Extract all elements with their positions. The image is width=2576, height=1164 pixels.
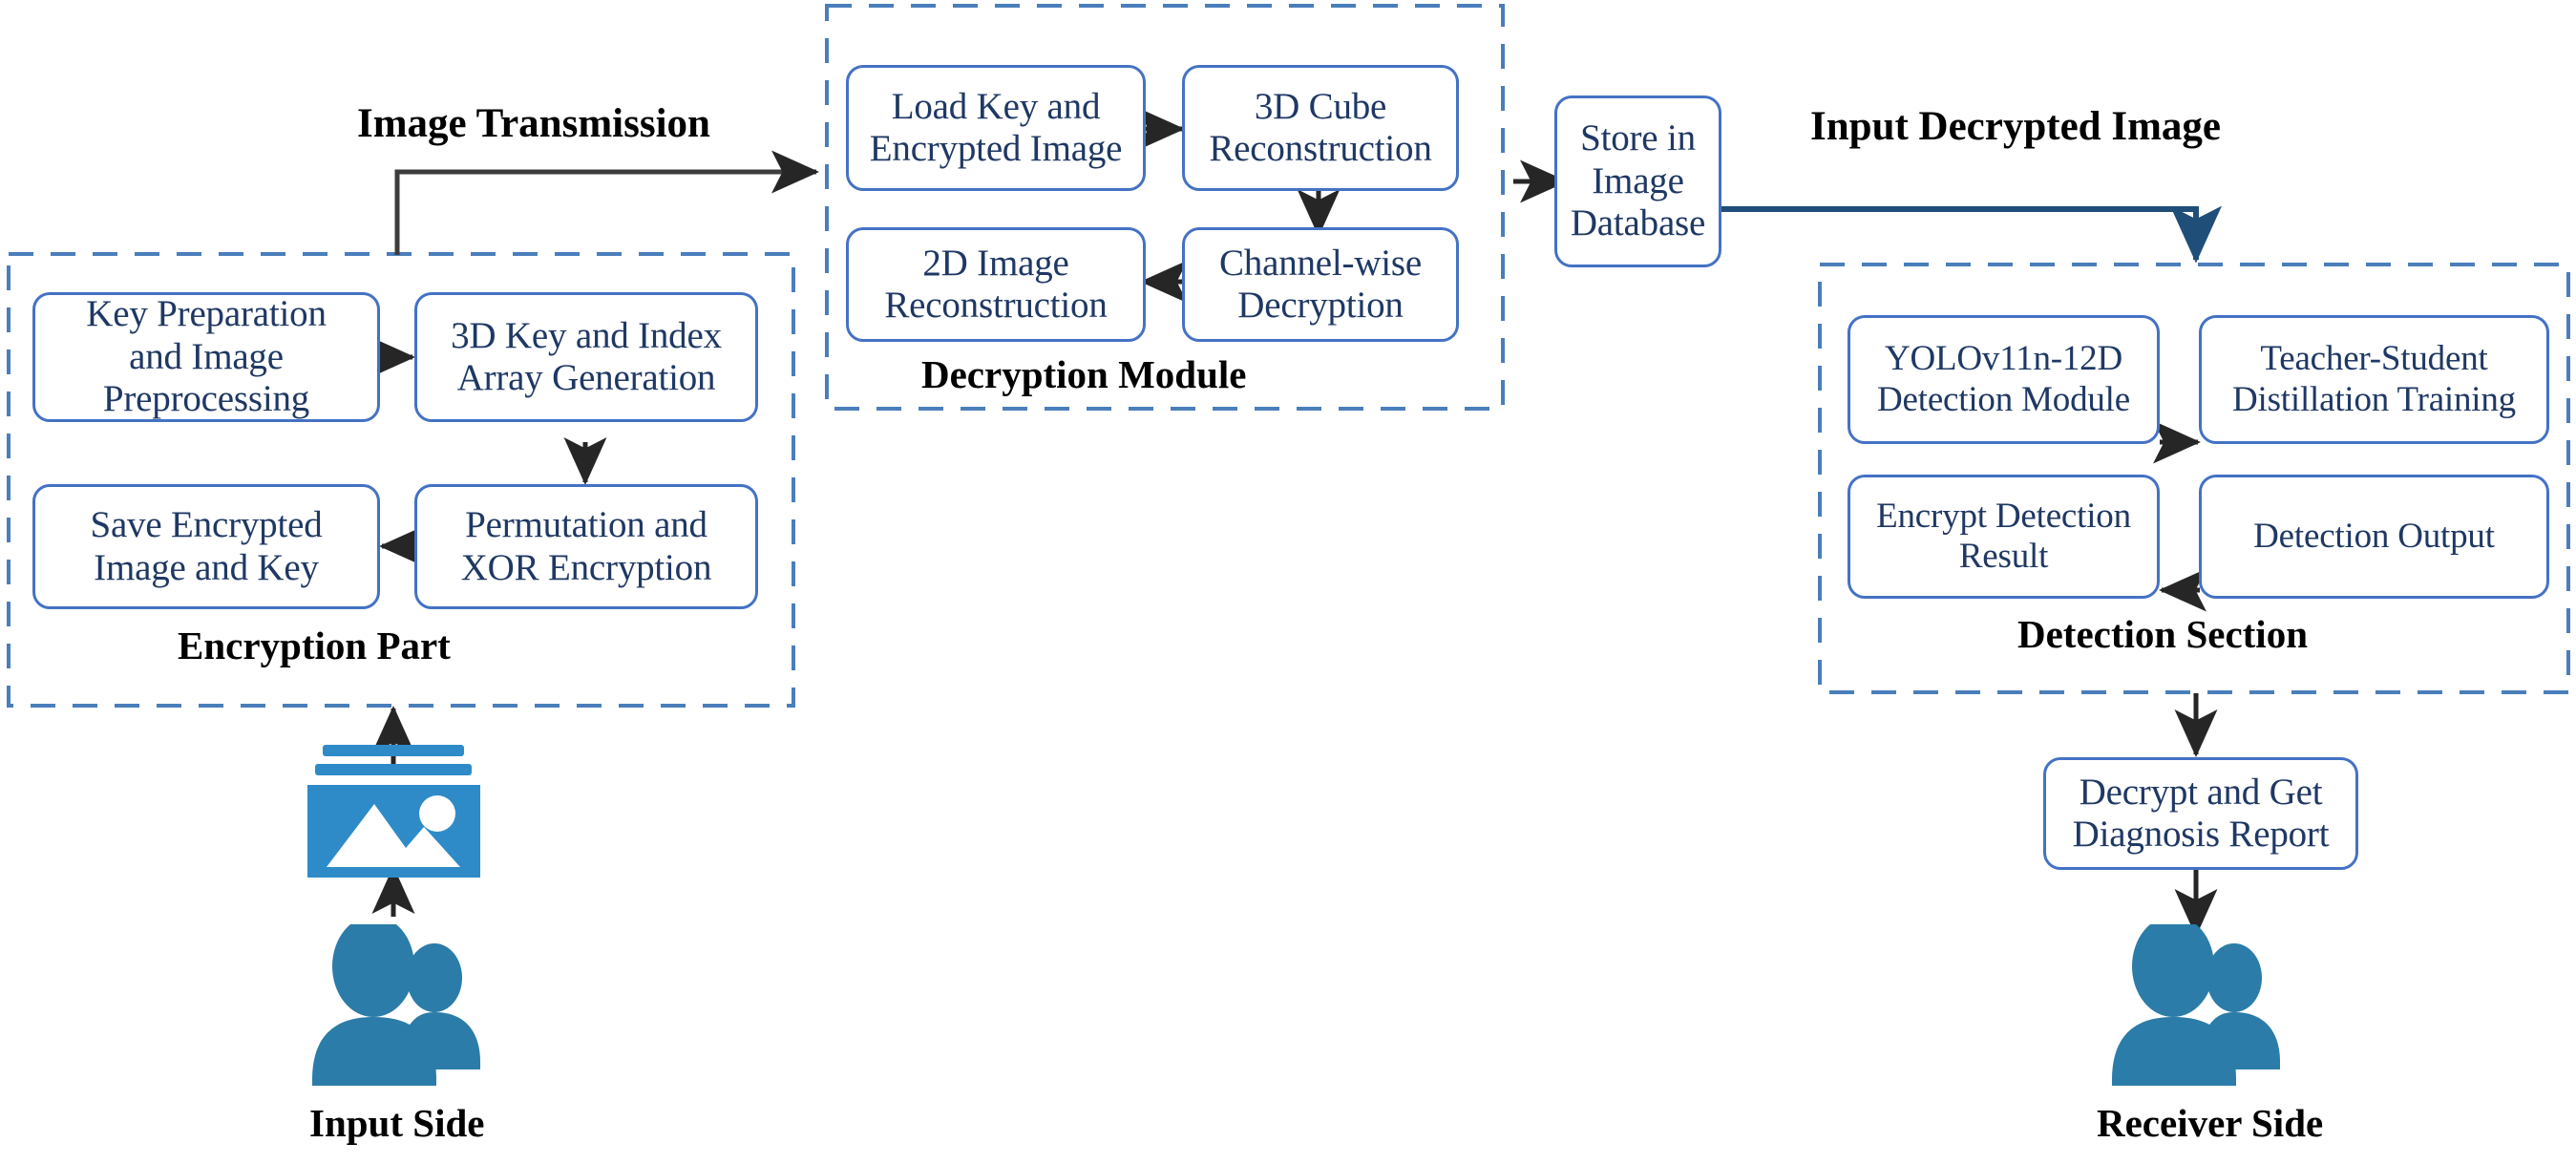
group-frame-decryption [825,4,1505,411]
group-caption-decryption-module: Decryption Module [921,352,1247,396]
group-caption-encryption-part: Encryption Part [178,624,451,667]
node-channel-wise-decryption[interactable]: Channel-wise Decryption [1182,227,1459,342]
group-frame-encryption [7,252,795,708]
node-store-in-image-database[interactable]: Store in Image Database [1554,95,1721,267]
node-permutation-xor-encryption[interactable]: Permutation and XOR Encryption [414,484,758,609]
node-save-encrypted-image-and-key[interactable]: Save Encrypted Image and Key [32,484,380,609]
node-load-key-and-encrypted-image[interactable]: Load Key and Encrypted Image [846,65,1146,191]
node-3d-key-index-array[interactable]: 3D Key and Index Array Generation [414,292,758,422]
arrow-image-transmission [394,150,820,255]
picture-image-icon [306,745,482,878]
users-people-icon-receiver [2112,916,2284,1087]
node-encrypt-detection-result[interactable]: Encrypt Detection Result [1848,475,2160,599]
side-label-receiver-side: Receiver Side [2097,1101,2324,1145]
node-yolov11n-12d-detection-module[interactable]: YOLOv11n-12D Detection Module [1848,315,2160,444]
node-key-preparation[interactable]: Key Preparation and Image Preprocessing [32,292,380,422]
node-3d-cube-reconstruction[interactable]: 3D Cube Reconstruction [1182,65,1459,191]
side-label-input-side: Input Side [309,1101,485,1145]
node-teacher-student-distillation-training[interactable]: Teacher-Student Distillation Training [2199,315,2549,444]
arrow-input-decrypted-image [1721,205,2222,264]
group-caption-detection-section: Detection Section [2017,612,2308,656]
flow-label-image-transmission: Image Transmission [357,101,710,146]
users-people-icon-input [312,916,484,1087]
flow-label-input-decrypted-image: Input Decrypted Image [1810,104,2221,149]
node-2d-image-reconstruction[interactable]: 2D Image Reconstruction [846,227,1146,342]
node-detection-output[interactable]: Detection Output [2199,475,2549,599]
node-decrypt-and-get-diagnosis-report[interactable]: Decrypt and Get Diagnosis Report [2043,757,2358,870]
